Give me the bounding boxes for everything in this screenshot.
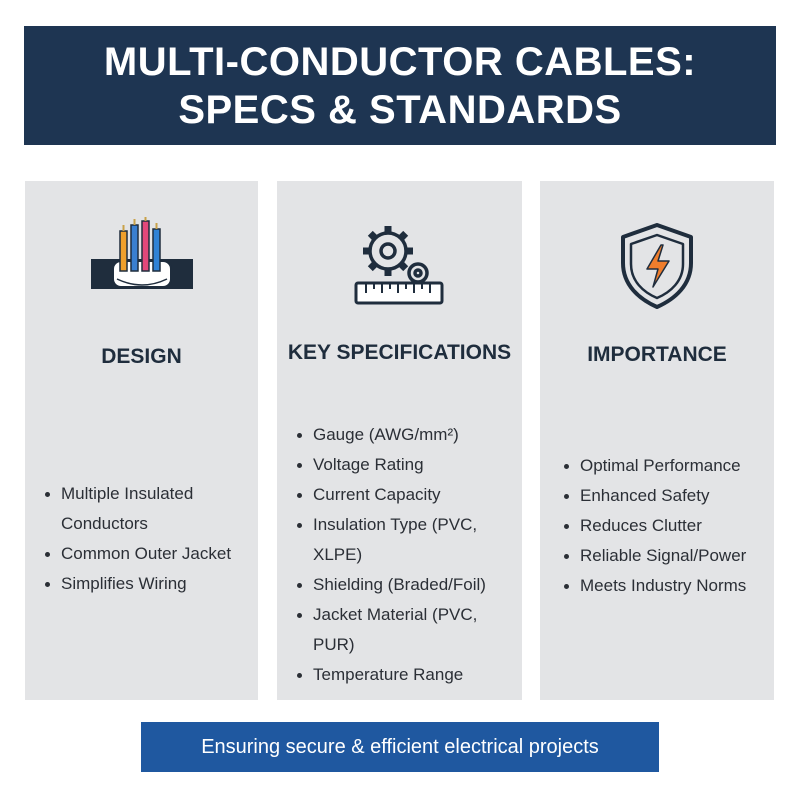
specifications-list: Gauge (AWG/mm²) Voltage Rating Current C… xyxy=(295,420,520,690)
gears-ruler-icon xyxy=(354,226,443,305)
list-item: Multiple Insulated Conductors xyxy=(43,479,248,539)
list-item: Reliable Signal/Power xyxy=(562,541,772,571)
footer-banner: Ensuring secure & efficient electrical p… xyxy=(141,722,659,772)
title-banner: MULTI-CONDUCTOR CABLES: SPECS & STANDARD… xyxy=(24,26,776,145)
list-item: Temperature Range xyxy=(295,660,520,690)
list-item: Reduces Clutter xyxy=(562,511,772,541)
list-item: Common Outer Jacket xyxy=(43,539,248,569)
list-item: Insulation Type (PVC, XLPE) xyxy=(295,510,520,570)
footer-text: Ensuring secure & efficient electrical p… xyxy=(201,735,599,758)
importance-title: IMPORTANCE xyxy=(587,343,727,366)
list-item: Optimal Performance xyxy=(562,451,772,481)
list-item: Simplifies Wiring xyxy=(43,569,248,599)
design-list: Multiple Insulated Conductors Common Out… xyxy=(43,479,248,599)
design-panel: DESIGN Multiple Insulated Conductors Com… xyxy=(25,181,258,700)
list-item: Shielding (Braded/Foil) xyxy=(295,570,520,600)
specifications-title: KEY SPECIFICATIONS xyxy=(287,341,512,364)
list-item: Enhanced Safety xyxy=(562,481,772,511)
shield-lightning-icon xyxy=(621,223,693,309)
list-item: Voltage Rating xyxy=(295,450,520,480)
title-line-1: MULTI-CONDUCTOR CABLES: xyxy=(103,39,697,84)
cable-conductors-icon xyxy=(90,217,193,289)
list-item: Jacket Material (PVC, PUR) xyxy=(295,600,520,660)
list-item: Gauge (AWG/mm²) xyxy=(295,420,520,450)
importance-panel: IMPORTANCE Optimal Performance Enhanced … xyxy=(540,181,774,700)
specifications-panel: KEY SPECIFICATIONS Gauge (AWG/mm²) Volta… xyxy=(277,181,522,700)
importance-list: Optimal Performance Enhanced Safety Redu… xyxy=(562,451,772,601)
list-item: Current Capacity xyxy=(295,480,520,510)
design-title: DESIGN xyxy=(101,345,182,368)
title-line-2: SPECS & STANDARDS xyxy=(178,87,622,132)
list-item: Meets Industry Norms xyxy=(562,571,772,601)
